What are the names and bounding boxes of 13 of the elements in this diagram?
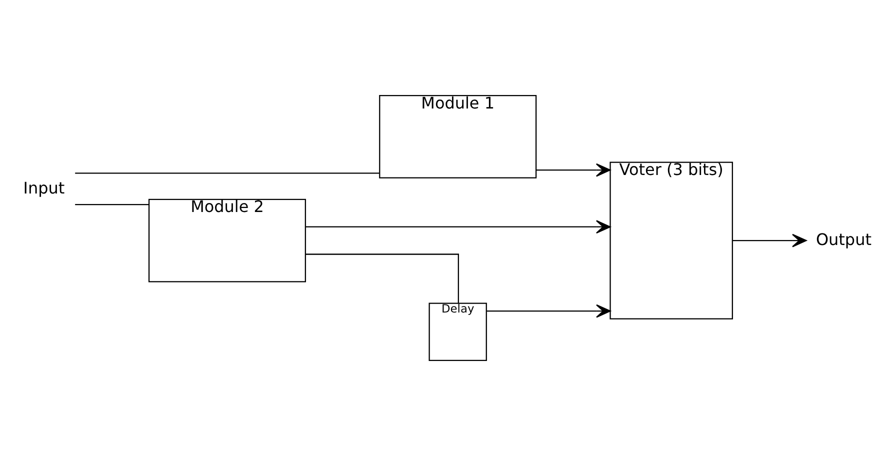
connector: [75, 204, 149, 206]
node-box: Module 2: [148, 198, 306, 282]
connector: [75, 172, 380, 174]
arrow: [486, 304, 611, 318]
arrow: [536, 163, 611, 177]
node-text: Input: [23, 178, 65, 198]
node-box: Voter (3 bits): [610, 162, 733, 320]
node-box: Module 1: [379, 95, 537, 178]
connector: [306, 254, 459, 303]
node-text: Output: [816, 230, 872, 249]
arrow: [306, 220, 611, 234]
arrow: [732, 234, 807, 248]
node-box: Delay: [428, 302, 487, 361]
